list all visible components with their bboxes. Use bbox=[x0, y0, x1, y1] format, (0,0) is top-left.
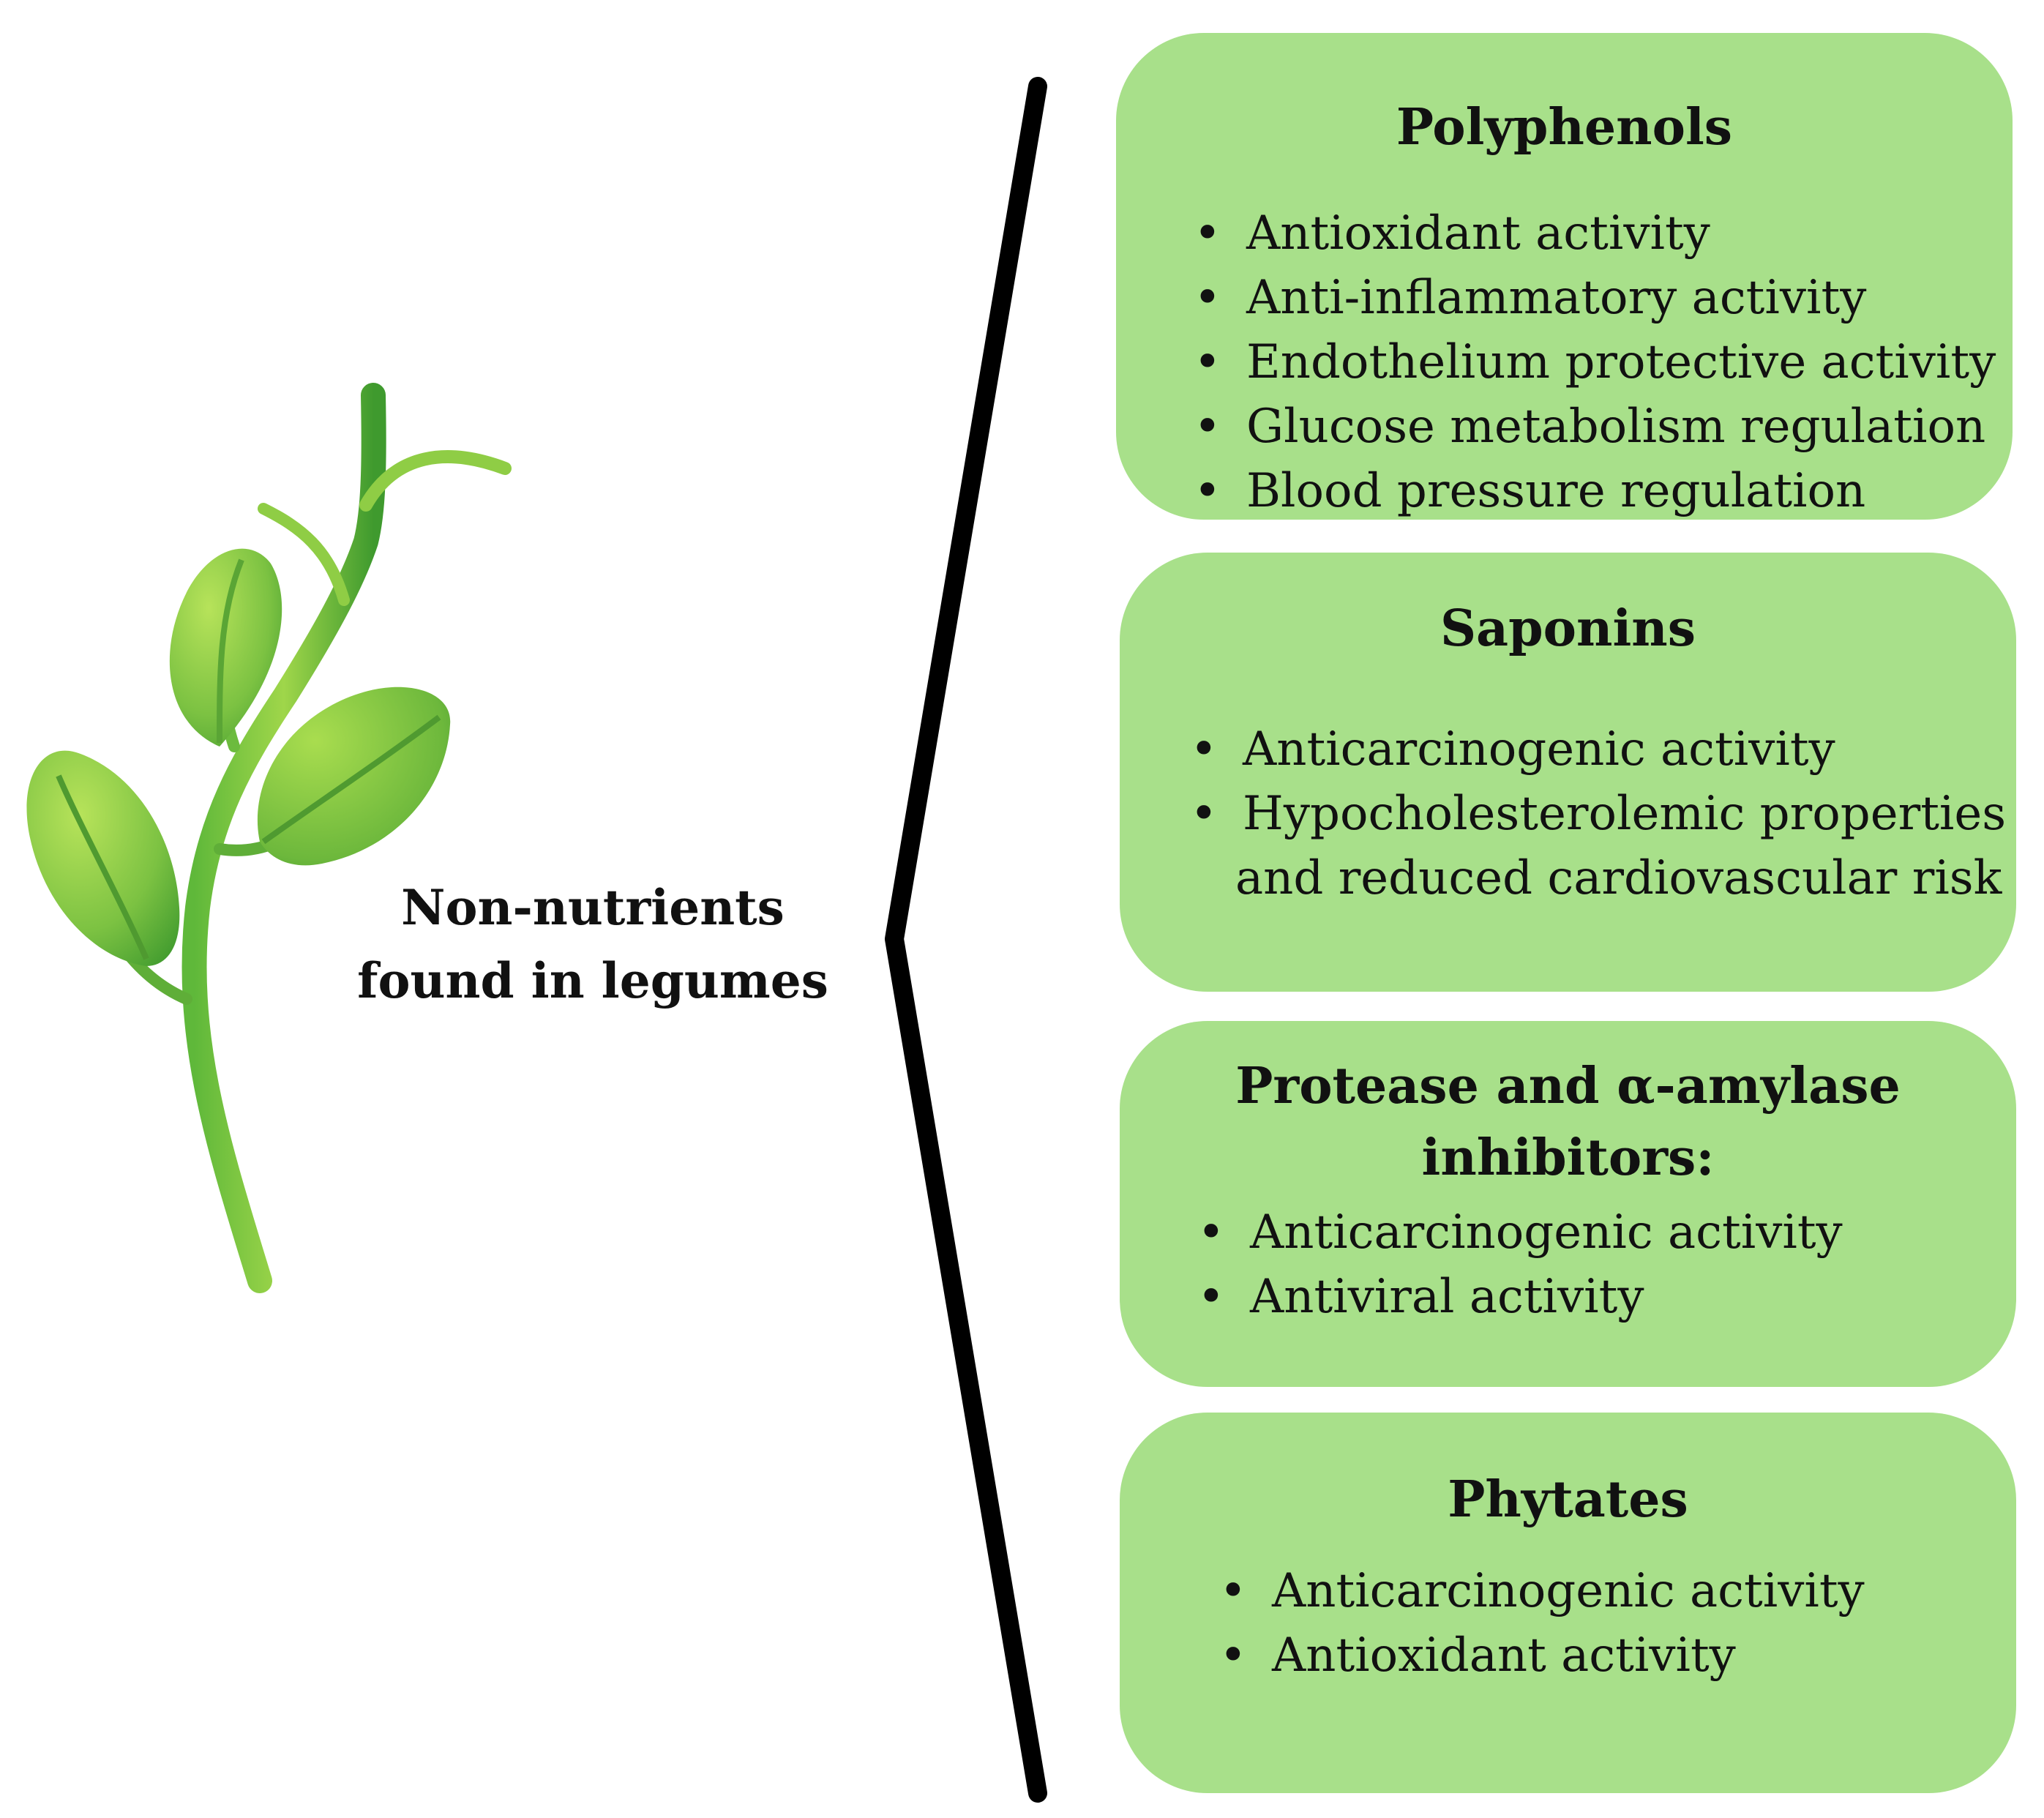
group-title-line: inhibitors: bbox=[1421, 1129, 1715, 1187]
list-item-text: Anti-inflammatory activity bbox=[1246, 271, 1867, 325]
list-item: • Glucose metabolism regulation bbox=[1189, 394, 1996, 459]
list-item: • Antioxidant activity bbox=[1215, 1623, 1865, 1688]
central-label-line-1: Non-nutrients bbox=[401, 879, 785, 936]
group-title: Saponins bbox=[1120, 593, 2016, 665]
bullet-dot: • bbox=[1194, 335, 1221, 389]
bullet-dot: • bbox=[1194, 206, 1221, 261]
bullet-dot: • bbox=[1194, 400, 1221, 454]
list-item-text: Blood pressure regulation bbox=[1246, 464, 1866, 518]
list-item-text: Anticarcinogenic activity bbox=[1272, 1564, 1865, 1618]
list-item: • Blood pressure regulation bbox=[1189, 459, 1996, 523]
list-item-text: Anticarcinogenic activity bbox=[1243, 722, 1835, 777]
group-title: Polyphenols bbox=[1116, 91, 2013, 163]
group-item-list: • Anticarcinogenic activity • Antioxidant … bbox=[1215, 1559, 1865, 1688]
list-item-text: Glucose metabolism regulation bbox=[1246, 400, 1986, 454]
list-item: • Anti-inflammatory activity bbox=[1189, 266, 1996, 330]
bullet-dot: • bbox=[1190, 787, 1218, 841]
bullet-dot: • bbox=[1219, 1564, 1247, 1618]
list-item: • Antiviral activity bbox=[1193, 1265, 1843, 1329]
group-box-polyphenols: Polyphenols • Antioxidant activity • Anti-… bbox=[1116, 33, 2013, 520]
group-title-line: Protease and α-amylase bbox=[1235, 1057, 1901, 1115]
central-label: Non-nutrients found in legumes bbox=[329, 871, 856, 1017]
list-item-text: Antioxidant activity bbox=[1246, 206, 1710, 261]
leaf-right bbox=[257, 687, 451, 866]
list-item: • Anticarcinogenic activity bbox=[1186, 717, 2006, 782]
group-title-line: Polyphenols bbox=[1396, 98, 1733, 157]
list-item: • Anticarcinogenic activity bbox=[1215, 1559, 1865, 1623]
bullet-dot: • bbox=[1197, 1270, 1225, 1324]
group-title: Phytates bbox=[1120, 1464, 2016, 1535]
group-title-line: Saponins bbox=[1440, 599, 1696, 658]
group-box-phytates: Phytates • Anticarcinogenic activity • Ant… bbox=[1120, 1413, 2016, 1793]
central-label-line-2: found in legumes bbox=[357, 952, 828, 1009]
list-item-text: Antioxidant activity bbox=[1272, 1628, 1736, 1683]
bullet-dot: • bbox=[1194, 271, 1221, 325]
group-item-list: • Antioxidant activity • Anti-inflammatory… bbox=[1189, 201, 1996, 523]
group-title: Protease and α-amylase inhibitors: bbox=[1120, 1050, 2016, 1194]
list-item-text: Hypocholesterolemic properties bbox=[1243, 787, 2007, 841]
list-item-text: Endothelium protective activity bbox=[1246, 335, 1996, 389]
bullet-dot: • bbox=[1197, 1205, 1225, 1260]
list-item: • Anticarcinogenic activity bbox=[1193, 1200, 1843, 1265]
tendril-left bbox=[258, 503, 350, 606]
group-box-saponins: Saponins • Anticarcinogenic activity • Hyp… bbox=[1120, 553, 2016, 992]
group-item-list: • Anticarcinogenic activity • Hypocholeste… bbox=[1186, 717, 2006, 910]
list-item-text: Antiviral activity bbox=[1250, 1270, 1644, 1324]
plant-sprout-icon bbox=[26, 383, 512, 1293]
list-item-text: Anticarcinogenic activity bbox=[1250, 1205, 1843, 1260]
stem bbox=[181, 383, 386, 1293]
group-title-line: Phytates bbox=[1448, 1470, 1688, 1529]
group-item-list: • Anticarcinogenic activity • Antiviral ac… bbox=[1193, 1200, 1843, 1329]
list-item: • Endothelium protective activity bbox=[1189, 330, 1996, 394]
tendril-right bbox=[359, 450, 512, 512]
list-item-continuation: and reduced cardiovascular risk bbox=[1235, 851, 2002, 905]
bullet-dot: • bbox=[1190, 722, 1218, 777]
list-item: • Hypocholesterolemic properties and reduc… bbox=[1186, 782, 2006, 910]
bullet-dot: • bbox=[1219, 1628, 1247, 1683]
bullet-dot: • bbox=[1194, 464, 1221, 518]
list-item: • Antioxidant activity bbox=[1189, 201, 1996, 266]
leaf-left bbox=[26, 750, 180, 966]
group-box-protease-amylase-inhibitors: Protease and α-amylase inhibitors: • Anti… bbox=[1120, 1021, 2016, 1387]
leaf-top bbox=[169, 548, 282, 747]
